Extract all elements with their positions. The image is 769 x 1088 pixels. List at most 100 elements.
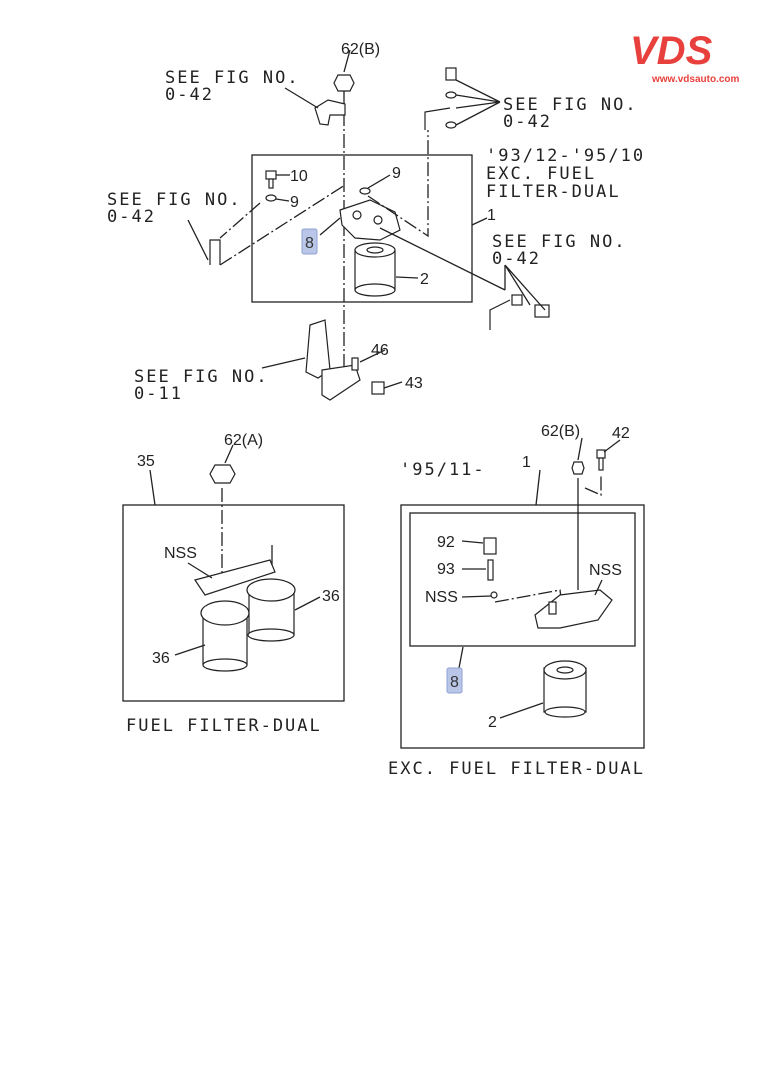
fitting-icon	[511, 294, 523, 306]
leader-line	[535, 469, 541, 506]
leader-line	[455, 79, 501, 126]
leader-line	[224, 444, 234, 464]
part-label: 43	[405, 375, 423, 392]
callout-highlight[interactable]	[301, 228, 318, 255]
part-label: 93	[437, 561, 455, 578]
part-label: 62(B)	[541, 423, 580, 440]
leader-line	[359, 349, 386, 363]
part-callout-8[interactable]: 8	[446, 667, 463, 694]
top-assembly: SEE FIG NO. 0-42 SEE FIG NO. 0-42 SEE FI…	[107, 41, 643, 404]
part-label: 9	[392, 165, 401, 182]
part-label: NSS	[164, 545, 197, 562]
bolt-icon	[534, 304, 550, 318]
screw-icon	[487, 559, 494, 581]
filter-cartridge-icon	[354, 242, 396, 297]
center-line	[584, 475, 602, 496]
period-note: '95/11-	[400, 460, 486, 480]
part-label: NSS	[589, 562, 622, 579]
leader-line	[187, 219, 209, 261]
bracket-icon	[314, 99, 346, 126]
bolt-shank-icon	[598, 457, 604, 471]
washer-icon	[359, 187, 371, 195]
leader-line	[594, 579, 603, 596]
assembly-box	[122, 504, 345, 702]
variant-note: EXC. FUEL	[486, 164, 596, 184]
leader-line	[499, 702, 544, 719]
callout-label[interactable]: 8	[305, 235, 314, 252]
filter-head-icon	[194, 559, 276, 596]
bracket-icon	[321, 364, 361, 401]
see-fig-ref: SEE FIG NO.	[492, 232, 627, 252]
see-fig-ref: SEE FIG NO.	[165, 68, 300, 88]
diagram-caption: EXC. FUEL FILTER-DUAL	[388, 759, 645, 779]
leader-line	[174, 644, 206, 656]
pipe-icon	[424, 107, 451, 130]
leader-line	[294, 596, 321, 611]
stud-icon	[351, 357, 359, 371]
leader-line	[383, 381, 403, 389]
part-label: 36	[322, 588, 340, 605]
bolt-shank-icon	[268, 178, 274, 189]
washer-icon	[265, 194, 277, 202]
bolt-icon	[265, 170, 277, 180]
pipe-icon	[209, 239, 221, 265]
pipe-line	[379, 227, 506, 291]
variant-note: FILTER-DUAL	[486, 182, 621, 202]
part-label: 36	[152, 650, 170, 667]
part-label: 62(A)	[224, 432, 263, 449]
vds-logo: VDS www.vdsauto.com	[630, 29, 740, 85]
leader-line	[577, 437, 583, 461]
assembly-box	[251, 154, 473, 303]
pipe-icon	[489, 299, 511, 330]
logo-brand: VDS	[630, 29, 713, 73]
leader-line	[504, 264, 546, 311]
leader-line	[603, 439, 621, 453]
nut-icon	[571, 461, 585, 475]
leader-line	[458, 646, 464, 669]
pipe-line	[367, 130, 429, 238]
leader-line	[275, 198, 290, 202]
bolt-icon	[371, 381, 385, 395]
fitting-icon	[548, 601, 557, 615]
oring-icon	[490, 591, 498, 599]
part-label: 46	[371, 342, 389, 359]
filter-cartridge-icon	[246, 578, 296, 642]
leader-line	[319, 217, 341, 236]
part-callout-8[interactable]: 8	[301, 228, 318, 255]
nut-icon	[209, 464, 236, 484]
see-fig-ref: SEE FIG NO.	[503, 95, 638, 115]
part-label: 35	[137, 453, 155, 470]
assembly-box	[400, 504, 645, 749]
leader-line	[395, 276, 419, 279]
part-label: 2	[420, 271, 429, 288]
port-icon	[352, 210, 362, 220]
sub-assembly-box	[409, 512, 636, 647]
leader-line	[284, 87, 319, 109]
logo-url: www.vdsauto.com	[651, 74, 740, 85]
plug-icon	[483, 537, 497, 555]
leader-line	[461, 540, 492, 598]
part-label: 1	[522, 454, 531, 471]
washer-icon	[445, 91, 457, 99]
bolt-icon	[596, 449, 606, 459]
part-label: 92	[437, 534, 455, 551]
pipe-line	[219, 184, 346, 266]
see-fig-number: 0-42	[165, 85, 214, 105]
nut-icon	[333, 74, 355, 92]
callout-highlight[interactable]	[446, 667, 463, 694]
washer-icon	[445, 121, 457, 129]
leader-line	[149, 469, 156, 506]
single-filter-assembly: '95/11- 1 62(B) 42 92 93 NSS NSS 2 8 EXC…	[388, 423, 645, 779]
see-fig-number: 0-42	[503, 112, 552, 132]
part-label: 9	[290, 194, 299, 211]
part-label: 1	[487, 207, 496, 224]
bolt-icon	[445, 67, 457, 81]
see-fig-number: 0-42	[492, 249, 541, 269]
callout-label[interactable]: 8	[450, 674, 459, 691]
part-label: 42	[612, 425, 630, 442]
see-fig-ref: SEE FIG NO.	[107, 190, 242, 210]
filter-cartridge-icon	[200, 600, 250, 672]
pipe-line	[219, 202, 261, 239]
